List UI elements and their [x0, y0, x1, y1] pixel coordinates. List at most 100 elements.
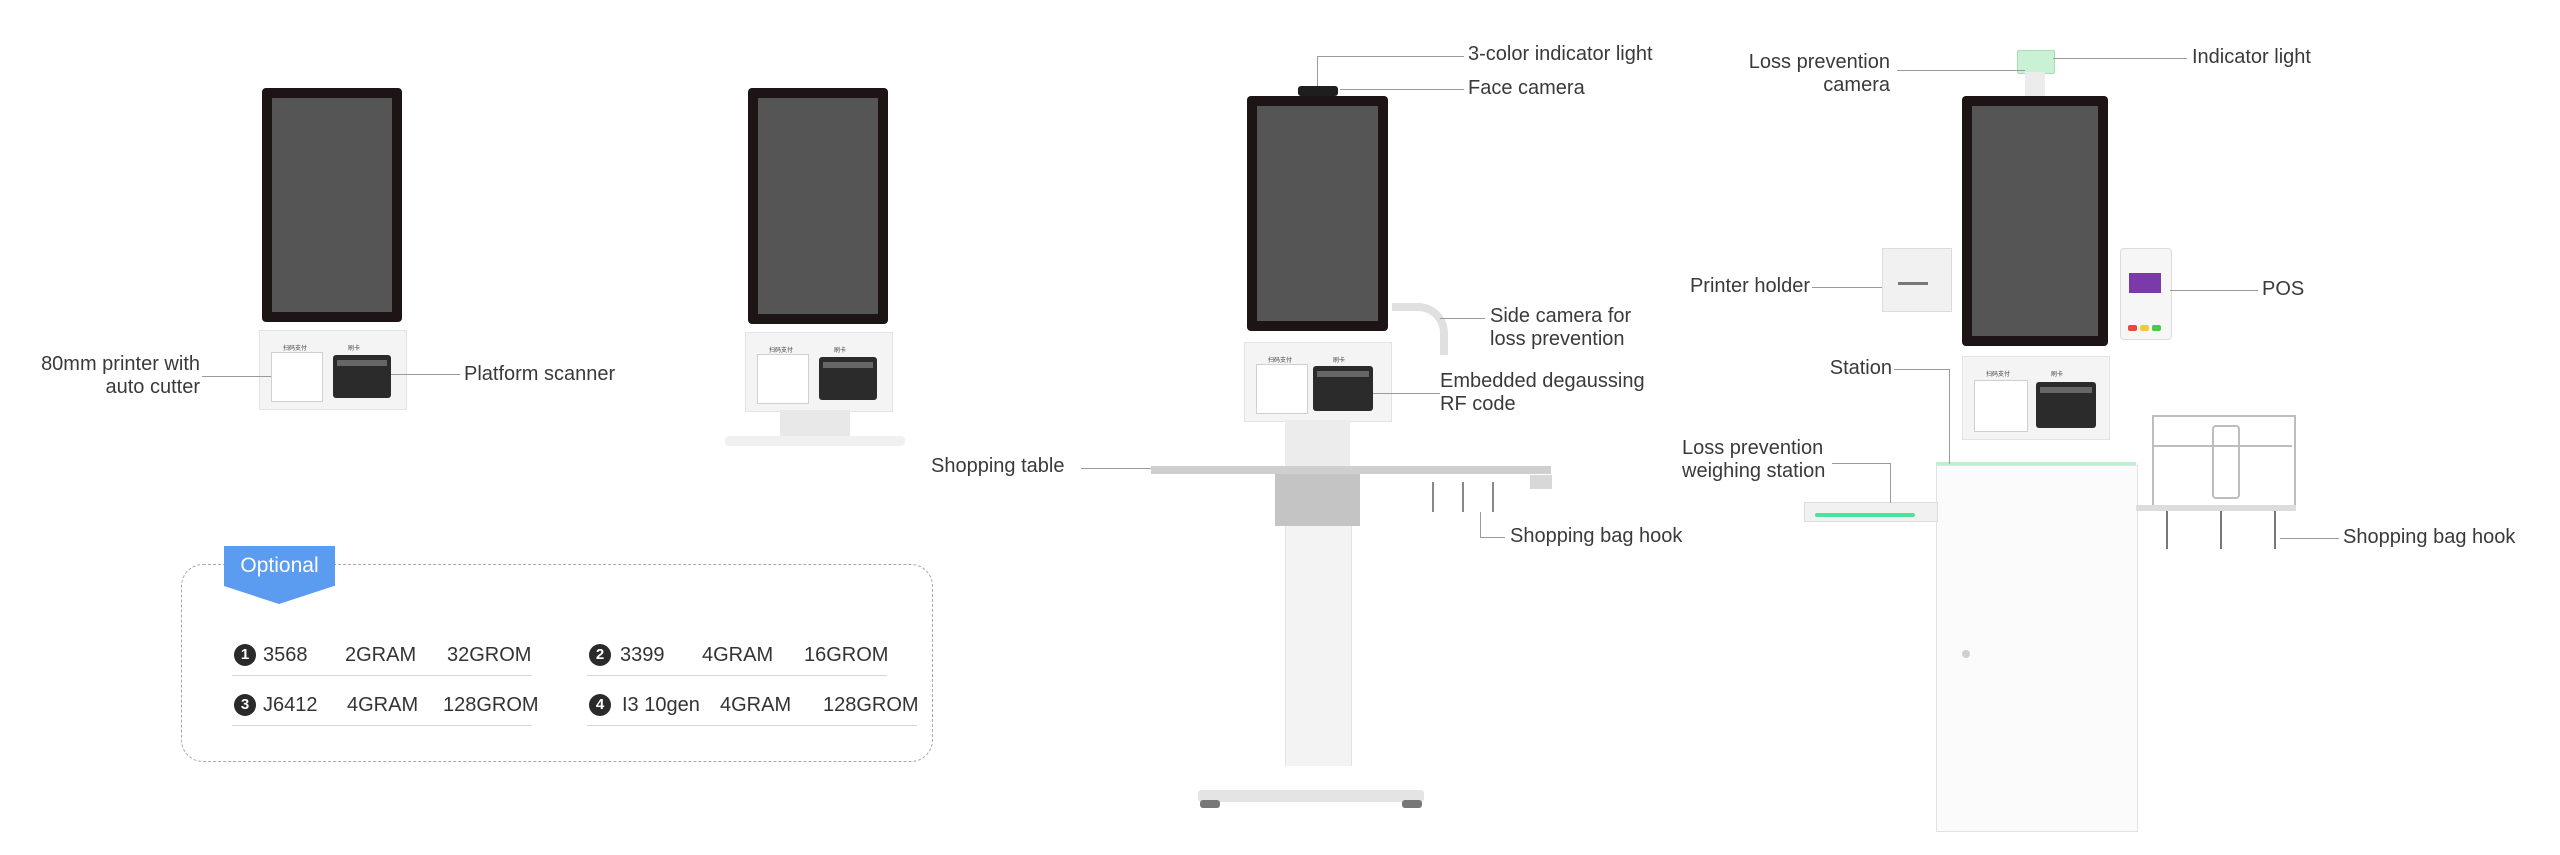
option-3-rom: 128GROM	[443, 694, 539, 716]
option-4-underline	[587, 725, 917, 726]
kiosk1-printer-slot	[271, 352, 323, 402]
station-cabinet	[1936, 465, 2138, 832]
pos-screen	[2129, 273, 2161, 293]
option-2-underline	[587, 675, 887, 676]
option-2-ram: 4GRAM	[702, 644, 774, 666]
bag-hook-2c	[2274, 511, 2276, 549]
kiosk1-display	[272, 98, 392, 312]
option-1-underline	[232, 675, 532, 676]
kiosk2-display	[758, 98, 878, 314]
weighing-station-tray	[1804, 502, 1938, 522]
pos-key-green	[2152, 325, 2161, 331]
face-camera-label: Face camera	[1468, 77, 1585, 99]
option-2-rom: 16GROM	[804, 644, 889, 666]
kiosk3-foot-left	[1200, 800, 1220, 808]
bag-hook-2-label: Shopping bag hook	[2343, 526, 2516, 548]
loss-prevention-camera	[2025, 72, 2045, 96]
kiosk4-scanner	[2036, 382, 2096, 428]
option-4-rom: 128GROM	[823, 694, 919, 716]
bag-hook-1b	[1462, 482, 1464, 512]
printer-holder-label: Printer holder	[1689, 275, 1810, 297]
side-camera-label: Side camera for loss prevention	[1490, 305, 1632, 350]
option-1-cpu: 3568	[263, 644, 308, 666]
side-camera	[1392, 303, 1448, 355]
bag-hook-1c	[1492, 482, 1494, 512]
pos-label: POS	[2262, 278, 2305, 300]
panel-text-right: 刷卡	[1333, 358, 1346, 364]
kiosk2-scanner	[819, 357, 877, 400]
kiosk3-foot-right	[1402, 800, 1422, 808]
optional-tag: Optional	[224, 546, 335, 604]
side-camera-line	[1440, 318, 1485, 319]
bag-hook-1a	[1432, 482, 1434, 512]
bag-hook-2a	[2166, 511, 2168, 549]
kiosk3-upper-column	[1285, 420, 1350, 466]
option-1-ram: 2GRAM	[345, 644, 417, 666]
indicator-light-label: Indicator light	[2192, 46, 2311, 68]
option-4-cpu: I3 10gen	[622, 694, 700, 716]
indicator-light-line	[2053, 58, 2187, 59]
panel-text-right: 刷卡	[348, 346, 361, 352]
pos-key-red	[2128, 325, 2137, 331]
option-1-rom: 32GROM	[447, 644, 532, 666]
weighing-line	[1832, 463, 1890, 464]
shopping-table-bracket	[1275, 474, 1360, 526]
option-number-2: 2	[589, 644, 611, 666]
weighing-line-v	[1890, 463, 1891, 503]
option-4-ram: 4GRAM	[720, 694, 792, 716]
option-number-1: 1	[234, 644, 256, 666]
station-line	[1894, 369, 1949, 370]
kiosk2-stand-base	[725, 436, 905, 446]
printer-holder-line	[1812, 287, 1882, 288]
pos-line	[2170, 290, 2258, 291]
optional-config-box	[181, 564, 933, 762]
kiosk3-scanner	[1313, 366, 1373, 411]
degaussing-line	[1373, 393, 1440, 394]
bag-hook-1-label: Shopping bag hook	[1510, 525, 1683, 547]
printer-holder-slot	[1898, 282, 1928, 285]
panel-text-left: 扫码支付	[1986, 372, 2011, 378]
bag-rack-handle	[2212, 425, 2240, 499]
kiosk3-printer-slot	[1256, 364, 1308, 414]
printer-holder	[1882, 248, 1952, 312]
shopping-table	[1151, 466, 1551, 474]
panel-text-left: 扫码支付	[769, 348, 794, 354]
platform-scanner-label: Platform scanner	[464, 363, 616, 385]
shopping-table-line	[1081, 468, 1151, 469]
printer-leader-line	[202, 376, 271, 377]
scanner-leader-line	[391, 374, 460, 375]
weighing-station-label: Loss prevention weighing station	[1682, 437, 1826, 482]
loss-camera-label: Loss prevention camera	[1748, 51, 1890, 96]
kiosk3-floor-base	[1198, 790, 1424, 802]
indicator-3color-line-v	[1317, 56, 1318, 86]
pos-terminal	[2120, 248, 2172, 340]
panel-text-left: 扫码支付	[283, 346, 308, 352]
option-2-cpu: 3399	[620, 644, 665, 666]
bag-rack-bar	[2136, 505, 2296, 511]
bag-hook-1-line	[1480, 537, 1505, 538]
pos-key-yellow	[2140, 325, 2149, 331]
kiosk3-display	[1257, 106, 1378, 321]
kiosk4-display	[1972, 106, 2098, 336]
face-camera-line	[1340, 89, 1464, 90]
option-3-underline	[232, 725, 532, 726]
face-camera	[1298, 86, 1338, 96]
panel-text-right: 刷卡	[834, 348, 847, 354]
option-3-cpu: J6412	[263, 694, 318, 716]
option-3-ram: 4GRAM	[347, 694, 419, 716]
station-top	[1936, 462, 2136, 465]
panel-text-left: 扫码支付	[1268, 358, 1293, 364]
bag-rack-rail	[2152, 445, 2292, 447]
printer-label: 80mm printer with auto cutter	[41, 353, 200, 398]
indicator-3color-line	[1317, 56, 1464, 57]
shopping-table-end	[1530, 475, 1552, 489]
option-number-3: 3	[234, 694, 256, 716]
bag-hook-2b	[2220, 511, 2222, 549]
kiosk4-printer-slot	[1974, 380, 2028, 432]
station-label: Station	[1829, 357, 1892, 379]
shopping-table-label: Shopping table	[931, 455, 1065, 477]
kiosk2-stand-neck	[780, 410, 850, 438]
degaussing-label: Embedded degaussing RF code	[1440, 370, 1645, 415]
indicator-3color-label: 3-color indicator light	[1468, 43, 1653, 65]
weighing-station-light	[1815, 513, 1915, 517]
